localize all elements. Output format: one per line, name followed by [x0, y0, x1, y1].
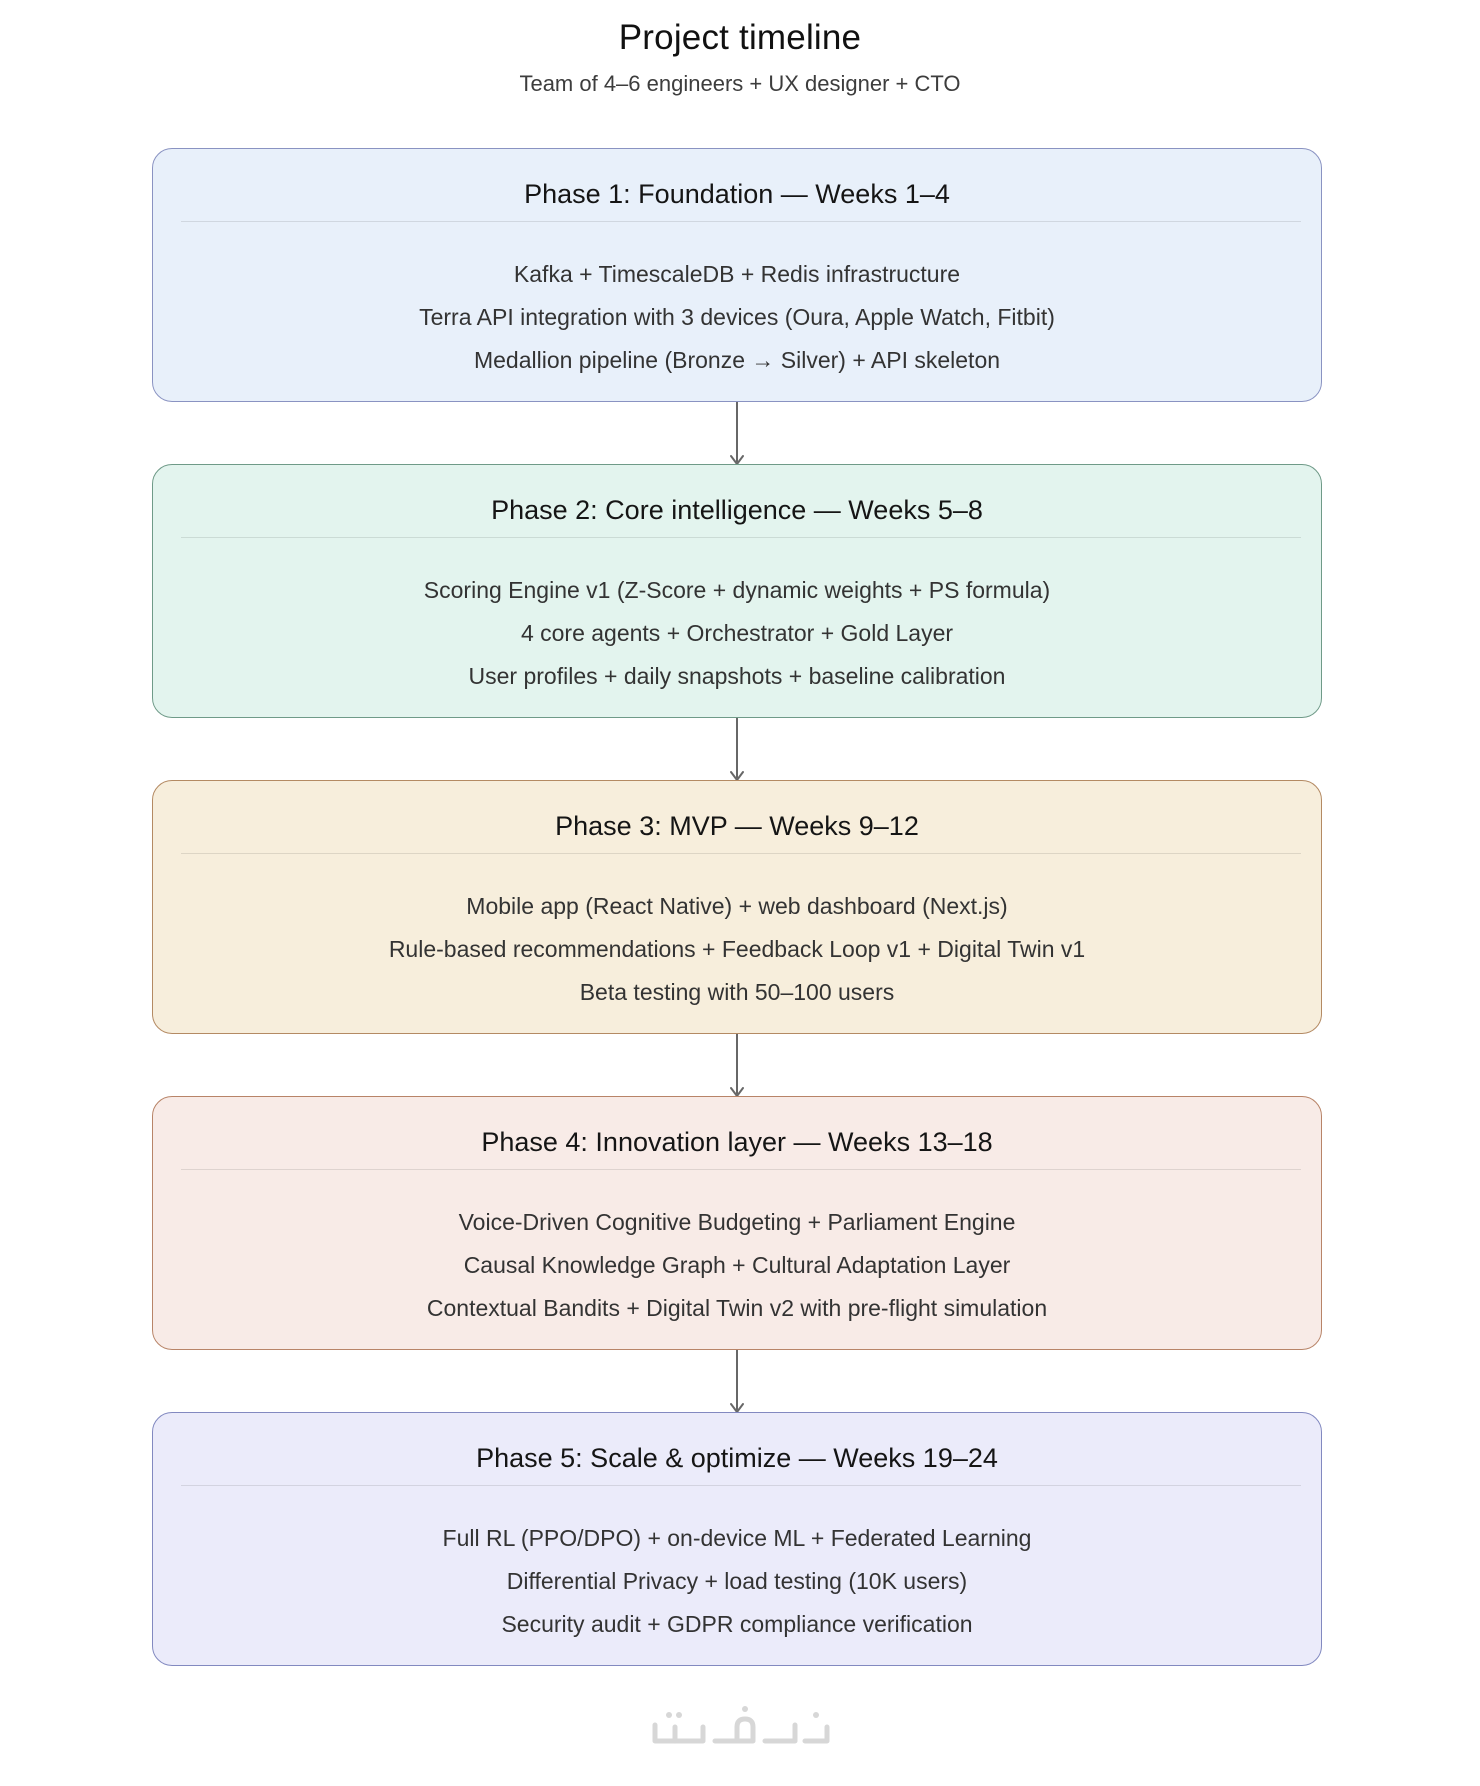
divider [181, 537, 1301, 538]
phase-item: Contextual Bandits + Digital Twin v2 wit… [426, 1295, 1048, 1321]
phase-4-box: Phase 4: Innovation layer — Weeks 13–18 … [152, 1096, 1322, 1350]
divider [181, 1169, 1301, 1170]
divider [181, 221, 1301, 222]
phase-3-box: Phase 3: MVP — Weeks 9–12 Mobile app (Re… [152, 780, 1322, 1034]
phase-title: Phase 2: Core intelligence — Weeks 5–8 [491, 495, 983, 525]
phase-title: Phase 3: MVP — Weeks 9–12 [555, 811, 919, 841]
phase-item: Rule-based recommendations + Feedback Lo… [388, 936, 1086, 962]
phase-item: Full RL (PPO/DPO) + on-device ML + Feder… [442, 1525, 1032, 1551]
phase-2-box: Phase 2: Core intelligence — Weeks 5–8 S… [152, 464, 1322, 718]
phase-item: 4 core agents + Orchestrator + Gold Laye… [520, 620, 954, 646]
phase-item: Terra API integration with 3 devices (Ou… [419, 304, 1055, 330]
phase-1-box: Phase 1: Foundation — Weeks 1–4 Kafka + … [152, 148, 1322, 402]
phase-item: Security audit + GDPR compliance verific… [501, 1611, 973, 1637]
phase-item: User profiles + daily snapshots + baseli… [468, 663, 1006, 689]
phase-item: Mobile app (React Native) + web dashboar… [466, 893, 1008, 919]
phase-item: Voice-Driven Cognitive Budgeting + Parli… [458, 1209, 1016, 1235]
phase-5-box: Phase 5: Scale & optimize — Weeks 19–24 … [152, 1412, 1322, 1666]
phase-title: Phase 4: Innovation layer — Weeks 13–18 [481, 1127, 993, 1157]
phase-item: Beta testing with 50–100 users [579, 979, 895, 1005]
phase-item: Causal Knowledge Graph + Cultural Adapta… [463, 1252, 1011, 1278]
phase-item: Differential Privacy + load testing (10K… [506, 1568, 968, 1594]
page-title: Project timeline [618, 18, 862, 57]
divider [181, 1485, 1301, 1486]
phase-title: Phase 1: Foundation — Weeks 1–4 [524, 179, 950, 209]
phase-item: Scoring Engine v1 (Z-Score + dynamic wei… [423, 577, 1051, 603]
phase-title: Phase 5: Scale & optimize — Weeks 19–24 [476, 1443, 998, 1473]
divider [181, 853, 1301, 854]
phase-item: Kafka + TimescaleDB + Redis infrastructu… [513, 261, 961, 287]
page-subtitle: Team of 4–6 engineers + UX designer + CT… [519, 71, 961, 96]
watermark-logo [0, 1703, 1480, 1755]
phase-item: Medallion pipeline (Bronze → Silver) + A… [473, 347, 1001, 373]
